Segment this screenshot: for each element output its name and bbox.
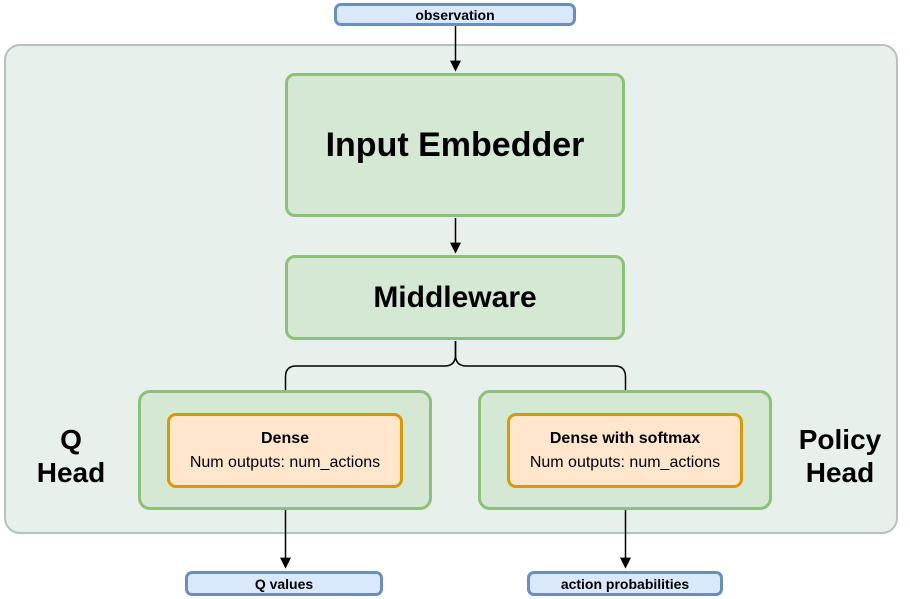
q-head-label-line1: Q <box>60 424 82 455</box>
policy-head-label-line1: Policy <box>798 424 882 455</box>
middleware-node: Middleware <box>285 255 625 340</box>
policy-head-label-line2: Head <box>805 457 875 488</box>
q-dense-layer-title: Dense <box>260 429 310 447</box>
observation-node: observation <box>334 3 576 26</box>
q-dense-layer-node: Dense Num outputs: num_actions <box>167 413 403 488</box>
q-head-label-line2: Head <box>36 457 106 488</box>
policy-dense-layer-subtitle: Num outputs: num_actions <box>529 453 721 471</box>
policy-dense-layer-title: Dense with softmax <box>549 429 701 447</box>
q-dense-layer-subtitle: Num outputs: num_actions <box>189 453 381 471</box>
q-values-node: Q values <box>185 571 383 596</box>
input-embedder-node: Input Embedder <box>285 73 625 217</box>
q-head-label: Q Head <box>16 423 126 489</box>
policy-head-label: Policy Head <box>785 423 895 489</box>
action-probabilities-node: action probabilities <box>527 571 723 596</box>
policy-dense-layer-node: Dense with softmax Num outputs: num_acti… <box>507 413 743 488</box>
